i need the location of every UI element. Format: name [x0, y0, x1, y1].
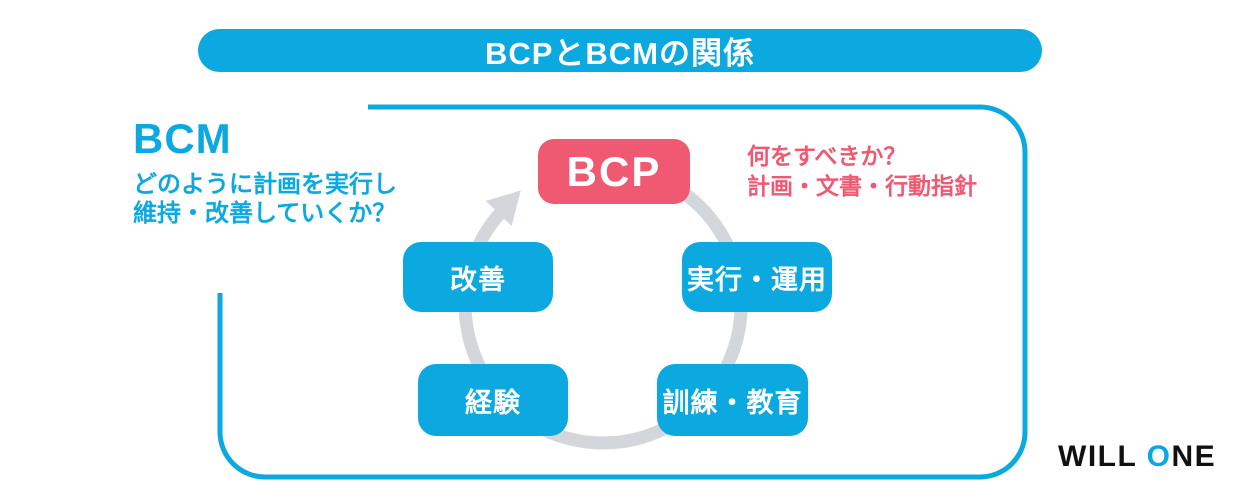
bcm-description: どのように計画を実行し 維持・改善していくか？	[133, 170, 397, 229]
cycle-step-experience: 経験	[418, 364, 568, 436]
logo-will-text: WILL	[1058, 440, 1137, 473]
bcp-description: 何をすべきか？ 計画・文書・行動指針	[747, 141, 977, 202]
bcp-description-line1: 何をすべきか？	[747, 143, 907, 169]
logo-o-ring-icon: O	[1146, 440, 1172, 473]
will-one-logo: WILL ONE	[1058, 440, 1216, 474]
diagram-title: BCPとBCMの関係	[484, 36, 756, 71]
cycle-step-execute-operate-label: 実行・運用	[687, 264, 827, 295]
bcm-description-line2: 維持・改善していくか？	[133, 200, 397, 228]
cycle-step-training-education-label: 訓練・教育	[662, 387, 803, 418]
cycle-step-improve: 改善	[403, 242, 553, 312]
cycle-arrow-head-icon	[485, 190, 521, 226]
diagram-title-banner: BCPとBCMの関係	[198, 29, 1042, 72]
cycle-step-improve-label: 改善	[450, 264, 506, 295]
bcp-node: BCP	[538, 139, 690, 204]
cycle-step-execute-operate: 実行・運用	[682, 242, 832, 312]
bcm-label-block: BCM どのように計画を実行し 維持・改善していくか？	[133, 118, 397, 229]
bcp-description-line2: 計画・文書・行動指針	[747, 173, 977, 200]
bcp-label: BCP	[566, 147, 662, 195]
bcm-description-line1: どのように計画を実行し	[133, 171, 397, 198]
bcm-heading: BCM	[133, 115, 232, 162]
logo-ne-text: NE	[1171, 440, 1217, 473]
cycle-step-experience-label: 経験	[465, 387, 521, 418]
cycle-step-training-education: 訓練・教育	[657, 364, 808, 436]
